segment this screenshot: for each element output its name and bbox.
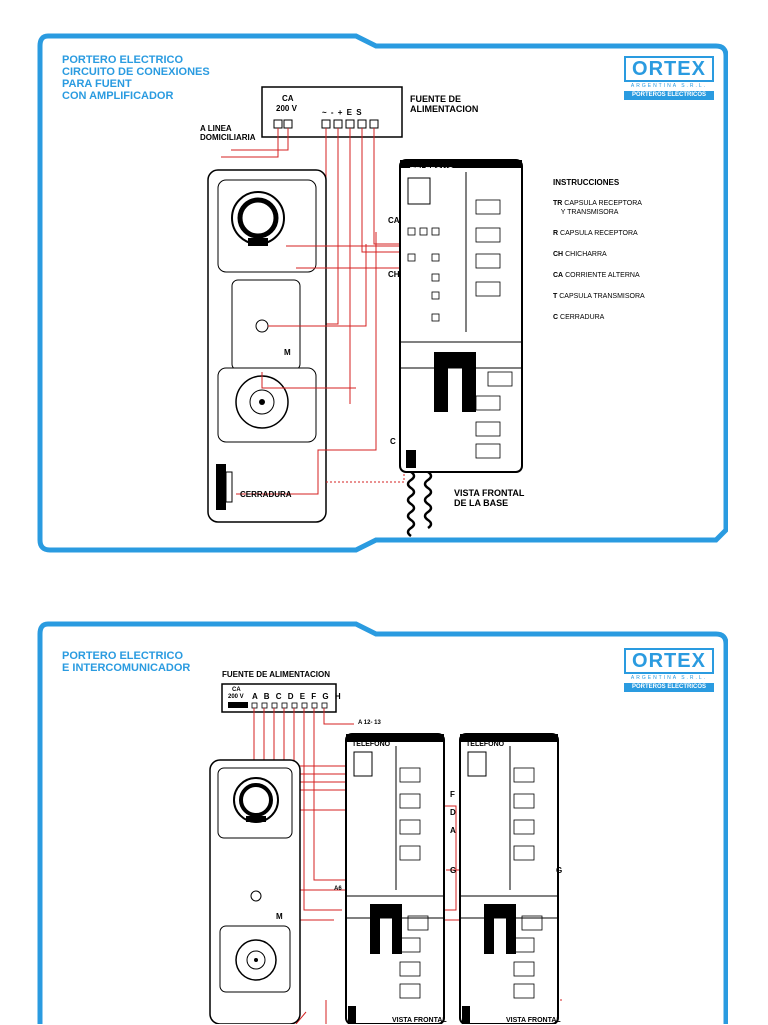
instruction-text: CAPSULA RECEPTORA [560, 230, 638, 237]
a-label: A [450, 826, 456, 835]
title-line: E INTERCOMUNICADOR [62, 662, 191, 674]
panel1-diagram [37, 33, 728, 553]
instruction-text: CORRIENTE ALTERNA [565, 272, 640, 279]
instruction-code: R [553, 230, 559, 237]
m-label: M [284, 348, 291, 357]
power-ca-label: CA [232, 687, 241, 693]
linea-label-line: DOMICILIARIA [200, 133, 256, 142]
logo-brand: ORTEX [624, 56, 714, 82]
fuente-label: FUENTE DE ALIMENTACION [222, 670, 330, 679]
title-line: PARA FUENT [62, 78, 132, 90]
f-label: F [450, 790, 455, 799]
instruction-text: CHICHARRA [565, 251, 607, 258]
instruction-item: TR CAPSULA RECEPTORA Y TRANSMISORA [553, 199, 723, 217]
title-line: PORTERO ELECTRICO [62, 54, 184, 66]
instruction-item: C CERRADURA [553, 313, 723, 322]
logo-sub: ARGENTINA S.R.L. [630, 675, 708, 681]
instruction-code: TR [553, 200, 563, 207]
a1213-label: A 12- 13 [358, 720, 381, 726]
instruction-text: CERRADURA [560, 314, 605, 321]
title-line: PORTERO ELECTRICO [62, 650, 184, 662]
logo-brand: ORTEX [624, 648, 714, 674]
instruction-text: CAPSULA RECEPTORA [564, 200, 642, 207]
vista-frontal-label-1: VISTA FRONTAL [392, 1017, 447, 1024]
fuente-label-line: FUENTE DE [410, 94, 462, 104]
telefono-label: TELEFONO [410, 166, 454, 175]
fuente-label: FUENTE DE ALIMENTACION [410, 94, 478, 114]
fortex-logo: ORTEX ARGENTINA S.R.L. PORTEROS ELECTRIC… [624, 56, 714, 102]
instruction-item: T CAPSULA TRANSMISORA [553, 292, 723, 301]
m-label: M [276, 912, 283, 921]
c-label: C [390, 437, 396, 446]
instruction-code: CH [553, 251, 564, 258]
instruction-item: CH CHICHARRA [553, 250, 723, 259]
logo-sub2: PORTEROS ELECTRICOS [624, 683, 714, 692]
linea-label-line: A LINEA [200, 124, 232, 133]
vista-line: VISTA FRONTAL [454, 488, 525, 498]
vista-line: DE LA BASE [454, 498, 509, 508]
terminal-letters: A B C D E F G H [252, 692, 343, 701]
vista-frontal-label-2: VISTA FRONTAL [506, 1017, 561, 1024]
diagram-panel-intercomunicador: PORTERO ELECTRICO E INTERCOMUNICADOR ORT… [36, 620, 728, 1024]
instruction-code: C [553, 314, 559, 321]
instrucciones-heading: INSTRUCCIONES [553, 178, 620, 187]
telefono-label-1: TELEFONO [352, 741, 391, 748]
instruction-text: Y TRANSMISORA [560, 209, 619, 216]
logo-sub: ARGENTINA S.R.L. [630, 83, 708, 89]
power-terminals: ~ - + E S [322, 108, 363, 117]
power-voltage: 200 V [276, 104, 297, 113]
g-label-2: G [556, 866, 563, 875]
cerradura-label: CERRADURA [240, 490, 292, 499]
power-voltage: 200 V [228, 694, 244, 700]
power-ca-label: CA [282, 94, 294, 103]
instruction-text: CAPSULA TRANSMISORA [559, 293, 645, 300]
vista-frontal-label: VISTA FRONTAL DE LA BASE [454, 488, 524, 508]
fuente-label-line: ALIMENTACION [410, 104, 479, 114]
title-line: CIRCUITO DE CONEXIONES [62, 66, 210, 78]
title-line: CON AMPLIFICADOR [62, 90, 174, 102]
telefono-label-2: TELEFONO [466, 741, 505, 748]
ca-wire-label: CA [388, 216, 400, 225]
panel2-title: PORTERO ELECTRICO E INTERCOMUNICADOR [62, 650, 190, 674]
instruction-item: CA CORRIENTE ALTERNA [553, 271, 723, 280]
instrucciones-list: INSTRUCCIONES TR CAPSULA RECEPTORA Y TRA… [553, 178, 723, 334]
instruction-code: T [553, 293, 558, 300]
logo-sub2: PORTEROS ELECTRICOS [624, 91, 714, 100]
panel2-diagram [37, 621, 728, 1024]
fortex-logo: ORTEX ARGENTINA S.R.L. PORTEROS ELECTRIC… [624, 648, 714, 694]
a6-label: A6 [334, 886, 342, 892]
g-label-1: G [450, 866, 457, 875]
instruction-item: R CAPSULA RECEPTORA [553, 229, 723, 238]
panel1-title: PORTERO ELECTRICO CIRCUITO DE CONEXIONES… [62, 54, 210, 102]
linea-label: A LINEA DOMICILIARIA [200, 124, 256, 142]
diagram-panel-amplificador: PORTERO ELECTRICO CIRCUITO DE CONEXIONES… [36, 32, 728, 558]
instruction-code: CA [553, 272, 564, 279]
ch-wire-label: CH [388, 270, 400, 279]
d-label: D [450, 808, 456, 817]
